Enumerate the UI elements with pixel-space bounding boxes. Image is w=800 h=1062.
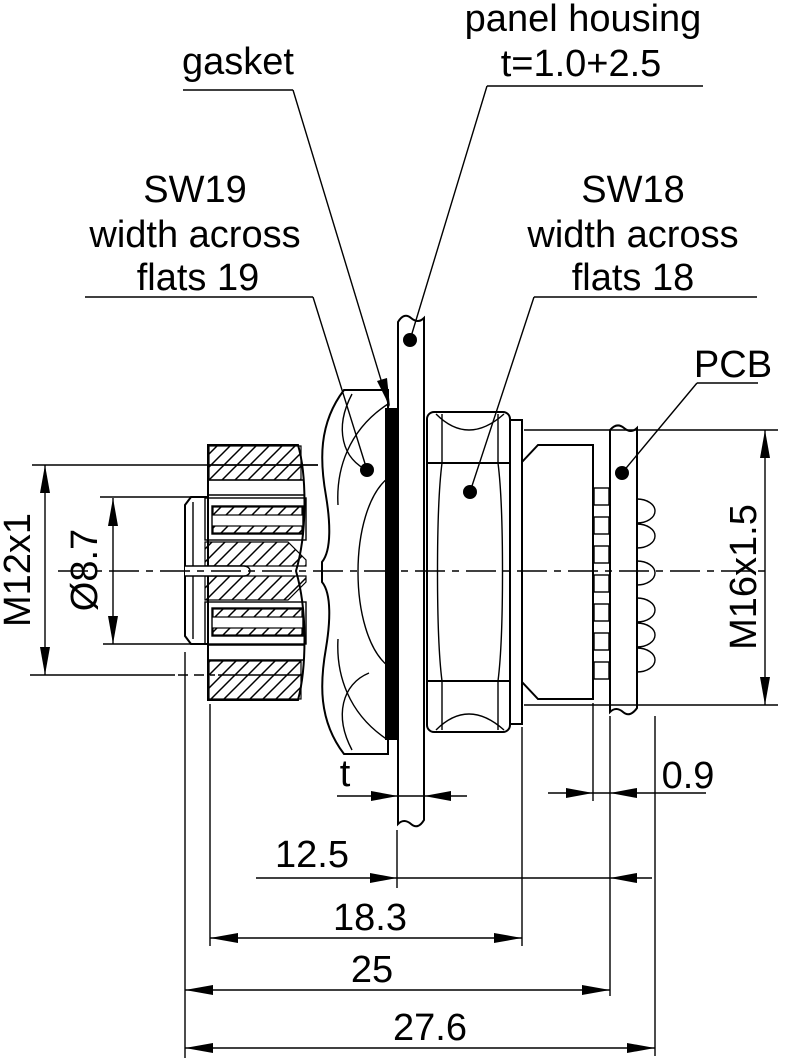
pcb-plate	[609, 424, 638, 716]
dim-12-5: 12.5	[275, 834, 349, 876]
dim-27-6: 27.6	[393, 1007, 467, 1049]
pcb-label: PCB	[694, 344, 772, 386]
rear-body	[521, 444, 594, 700]
sw19-bell-nut	[321, 389, 389, 755]
dim-bore: Ø8.7	[64, 529, 106, 611]
sw18-label-line2: width across	[526, 214, 738, 256]
sw19-label-line2: width across	[88, 214, 300, 256]
connector-body-drawing	[58, 314, 772, 828]
annotation-labels: gasket panel housing t=1.0+2.5 SW19 widt…	[88, 0, 772, 386]
panel-housing-label-line2: t=1.0+2.5	[501, 43, 662, 85]
dim-m12x1: M12x1	[0, 513, 39, 627]
gasket-bar	[385, 408, 397, 740]
dim-0-9: 0.9	[662, 755, 715, 797]
lower-keyway-slot	[204, 601, 307, 645]
leader-lines	[85, 85, 758, 499]
dim-t: t	[340, 753, 351, 795]
contact-pads	[593, 487, 610, 680]
sw19-label-line1: SW19	[143, 169, 246, 211]
panel-housing-plate	[397, 314, 425, 828]
panel-housing-label-line1: panel housing	[465, 0, 702, 40]
washer	[509, 419, 523, 725]
upper-keyway-slot	[204, 497, 307, 541]
sw18-label-line3: flats 18	[572, 257, 695, 299]
extension-lines	[30, 429, 778, 1058]
dim-m16x1-5: M16x1.5	[723, 504, 765, 650]
gasket-label: gasket	[182, 41, 294, 83]
sw19-label-line3: flats 19	[137, 257, 260, 299]
dimension-lines: t 0.9 12.5 18.3 25 27.6 M12x1	[0, 430, 770, 1053]
sw18-label-line1: SW18	[581, 169, 684, 211]
dim-18-3: 18.3	[333, 897, 407, 939]
dim-25: 25	[351, 949, 393, 991]
solder-pin-bumps	[636, 498, 656, 673]
